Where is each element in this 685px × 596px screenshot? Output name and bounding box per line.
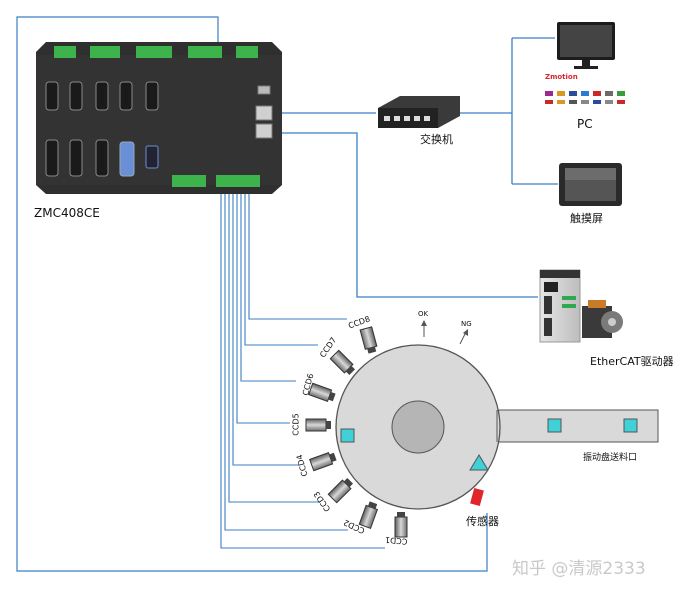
ethernet-port-2 xyxy=(255,123,273,139)
vga-connector xyxy=(119,141,135,177)
controller-label: ZMC408CE xyxy=(34,206,100,220)
watermark: 知乎 @清源2333 xyxy=(512,559,646,579)
part-on-turntable xyxy=(340,428,355,443)
top-terminal-blocks xyxy=(54,46,258,58)
camera-ccd2 xyxy=(358,501,379,529)
network-switch xyxy=(378,96,460,128)
touchscreen xyxy=(559,163,622,206)
camera-ccd3 xyxy=(327,477,354,504)
camera-label-ccd5: CCD5 xyxy=(291,413,301,436)
camera-ccd5 xyxy=(305,418,331,432)
servo-motor xyxy=(582,300,623,338)
sensor xyxy=(470,487,484,507)
sensor-label: 传感器 xyxy=(466,515,499,528)
ethernet-port-1 xyxy=(255,105,273,121)
camera-label-ccd1: CCD1 xyxy=(384,535,408,546)
pc-brand-logo: Zmotion xyxy=(545,73,578,81)
pc-software-icons xyxy=(545,91,625,104)
drive-label: EtherCAT驱动器 xyxy=(590,355,674,368)
camera-ccd7 xyxy=(329,349,356,376)
pc-monitor xyxy=(557,22,615,69)
camera-ccd8 xyxy=(359,326,378,354)
part-triangle xyxy=(469,454,489,471)
sensor-loop-wire xyxy=(16,16,488,572)
ethercat-wire xyxy=(272,132,538,298)
bottom-terminal-block-left xyxy=(172,175,206,187)
ok-arrow xyxy=(421,320,427,337)
usb-port xyxy=(257,85,271,95)
ng-label: NG xyxy=(461,320,472,328)
controller-zmc408ce xyxy=(36,42,282,194)
switch-label: 交换机 xyxy=(420,133,453,146)
part-on-conveyor-1 xyxy=(547,418,562,433)
feeder-label: 振动盘送料口 xyxy=(583,453,638,463)
part-on-conveyor-2 xyxy=(623,418,638,433)
camera-ccd6 xyxy=(308,382,336,403)
pc-label: PC xyxy=(577,117,593,131)
ok-label: OK xyxy=(418,310,429,318)
turntable-hub xyxy=(391,400,445,454)
serial-connector xyxy=(145,145,159,169)
bottom-terminal-block-right xyxy=(216,175,260,187)
ng-arrow xyxy=(459,329,468,345)
ethercat-drive xyxy=(539,269,581,343)
camera-io-wires xyxy=(220,187,385,549)
db-connectors xyxy=(45,81,159,177)
touchscreen-label: 触摸屏 xyxy=(570,212,603,225)
camera-ccd4 xyxy=(309,451,337,472)
camera-ccd1 xyxy=(394,512,408,538)
